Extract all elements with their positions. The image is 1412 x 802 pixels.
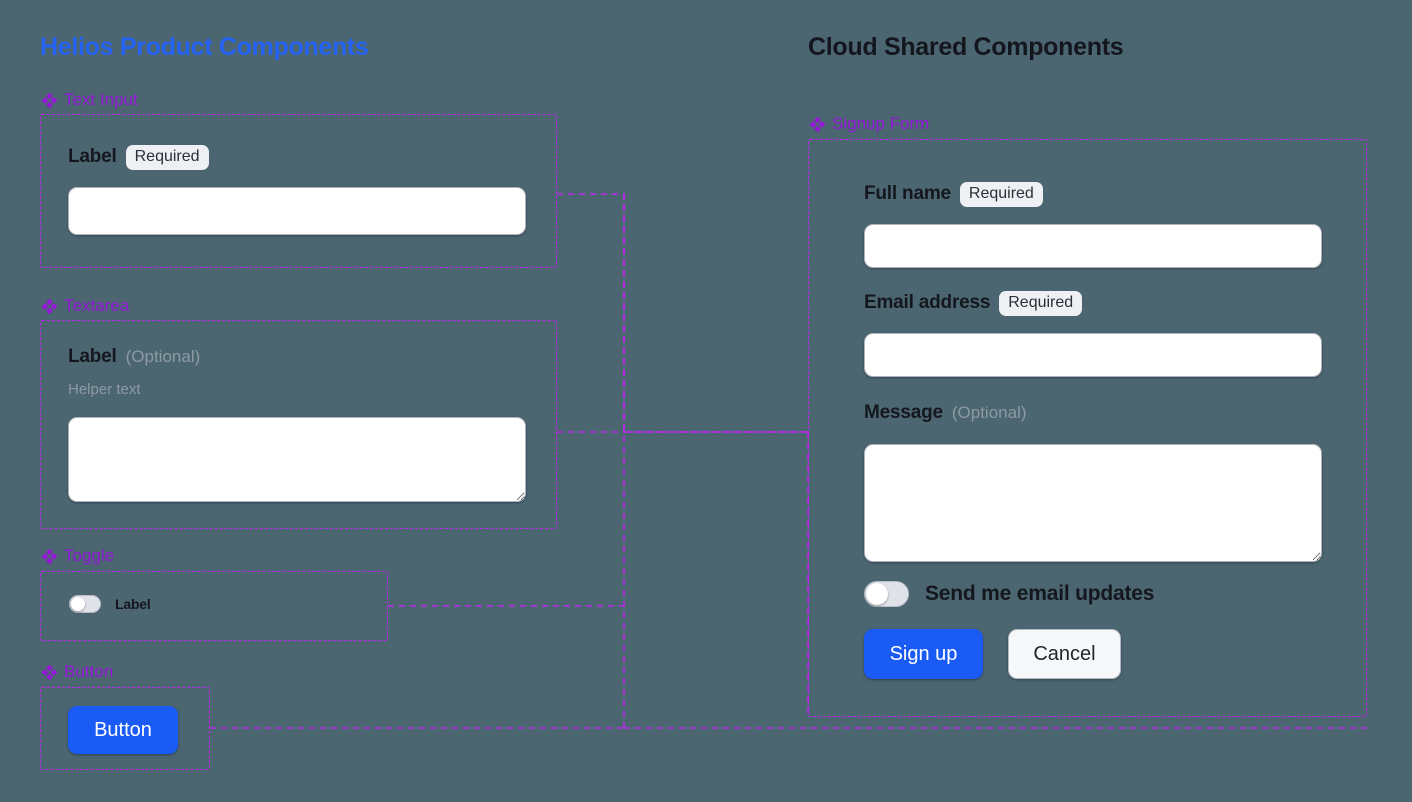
field-label: Email address [864, 292, 991, 314]
field-label: Full name [864, 183, 951, 205]
section-label-toggle: Toggle [42, 546, 114, 566]
full-name-input[interactable] [864, 224, 1322, 268]
sign-up-button[interactable]: Sign up [864, 629, 983, 679]
required-badge: Required [125, 145, 209, 170]
email-address-input[interactable] [864, 333, 1322, 377]
required-badge: Required [999, 291, 1083, 316]
full-name-label-row: Full name Required [864, 182, 1043, 207]
diamond-component-icon [42, 298, 57, 314]
component-box-button: Button [40, 687, 210, 770]
toggle-row[interactable]: Label [69, 595, 151, 613]
helper-text: Helper text [68, 381, 141, 398]
toggle-knob [866, 583, 888, 605]
section-label-textarea: Textarea [42, 296, 129, 316]
cancel-button[interactable]: Cancel [1008, 629, 1121, 679]
left-panel-title: Helios Product Components [40, 33, 369, 61]
optional-tag: (Optional) [125, 347, 201, 366]
section-label-button: Button [42, 662, 113, 682]
section-label-text: Textarea [64, 296, 130, 315]
section-label-text: Signup Form [832, 114, 930, 133]
demo-button[interactable]: Button [68, 706, 178, 754]
section-label-text-input: Text Input [42, 90, 138, 110]
component-box-toggle: Label [40, 571, 388, 641]
section-label-text: Toggle [64, 546, 115, 565]
text-input-label-row: Label Required [68, 145, 209, 170]
connector-text-input [557, 193, 808, 433]
section-label-text: Button [64, 662, 114, 681]
email-address-label-row: Email address Required [864, 291, 1083, 316]
component-box-signup-form: Full name Required Email address Require… [808, 139, 1367, 717]
textarea-field[interactable] [68, 417, 526, 502]
right-panel-title: Cloud Shared Components [808, 33, 1124, 61]
message-label-row: Message (Optional) [864, 402, 1027, 424]
toggle-switch[interactable] [864, 581, 909, 607]
text-input-field[interactable] [68, 187, 526, 235]
diamond-component-icon [810, 116, 825, 132]
toggle-switch[interactable] [69, 595, 101, 613]
toggle-knob [71, 597, 85, 611]
diamond-component-icon [42, 664, 57, 680]
section-label-signup-form: Signup Form [810, 114, 929, 134]
field-label: Label [68, 346, 117, 367]
textarea-label-row: Label (Optional) [68, 346, 200, 368]
optional-tag: (Optional) [951, 403, 1027, 422]
toggle-label: Label [115, 596, 151, 612]
email-updates-toggle-row[interactable]: Send me email updates [864, 581, 1154, 607]
field-label: Message [864, 402, 943, 423]
message-textarea[interactable] [864, 444, 1322, 562]
required-badge: Required [959, 182, 1043, 207]
section-label-text: Text Input [64, 90, 138, 109]
diamond-component-icon [42, 548, 57, 564]
field-label: Label [68, 146, 117, 168]
component-box-textarea: Label (Optional) Helper text [40, 320, 557, 529]
component-box-text-input: Label Required [40, 114, 557, 268]
email-updates-label: Send me email updates [925, 582, 1155, 605]
diamond-component-icon [42, 92, 57, 108]
